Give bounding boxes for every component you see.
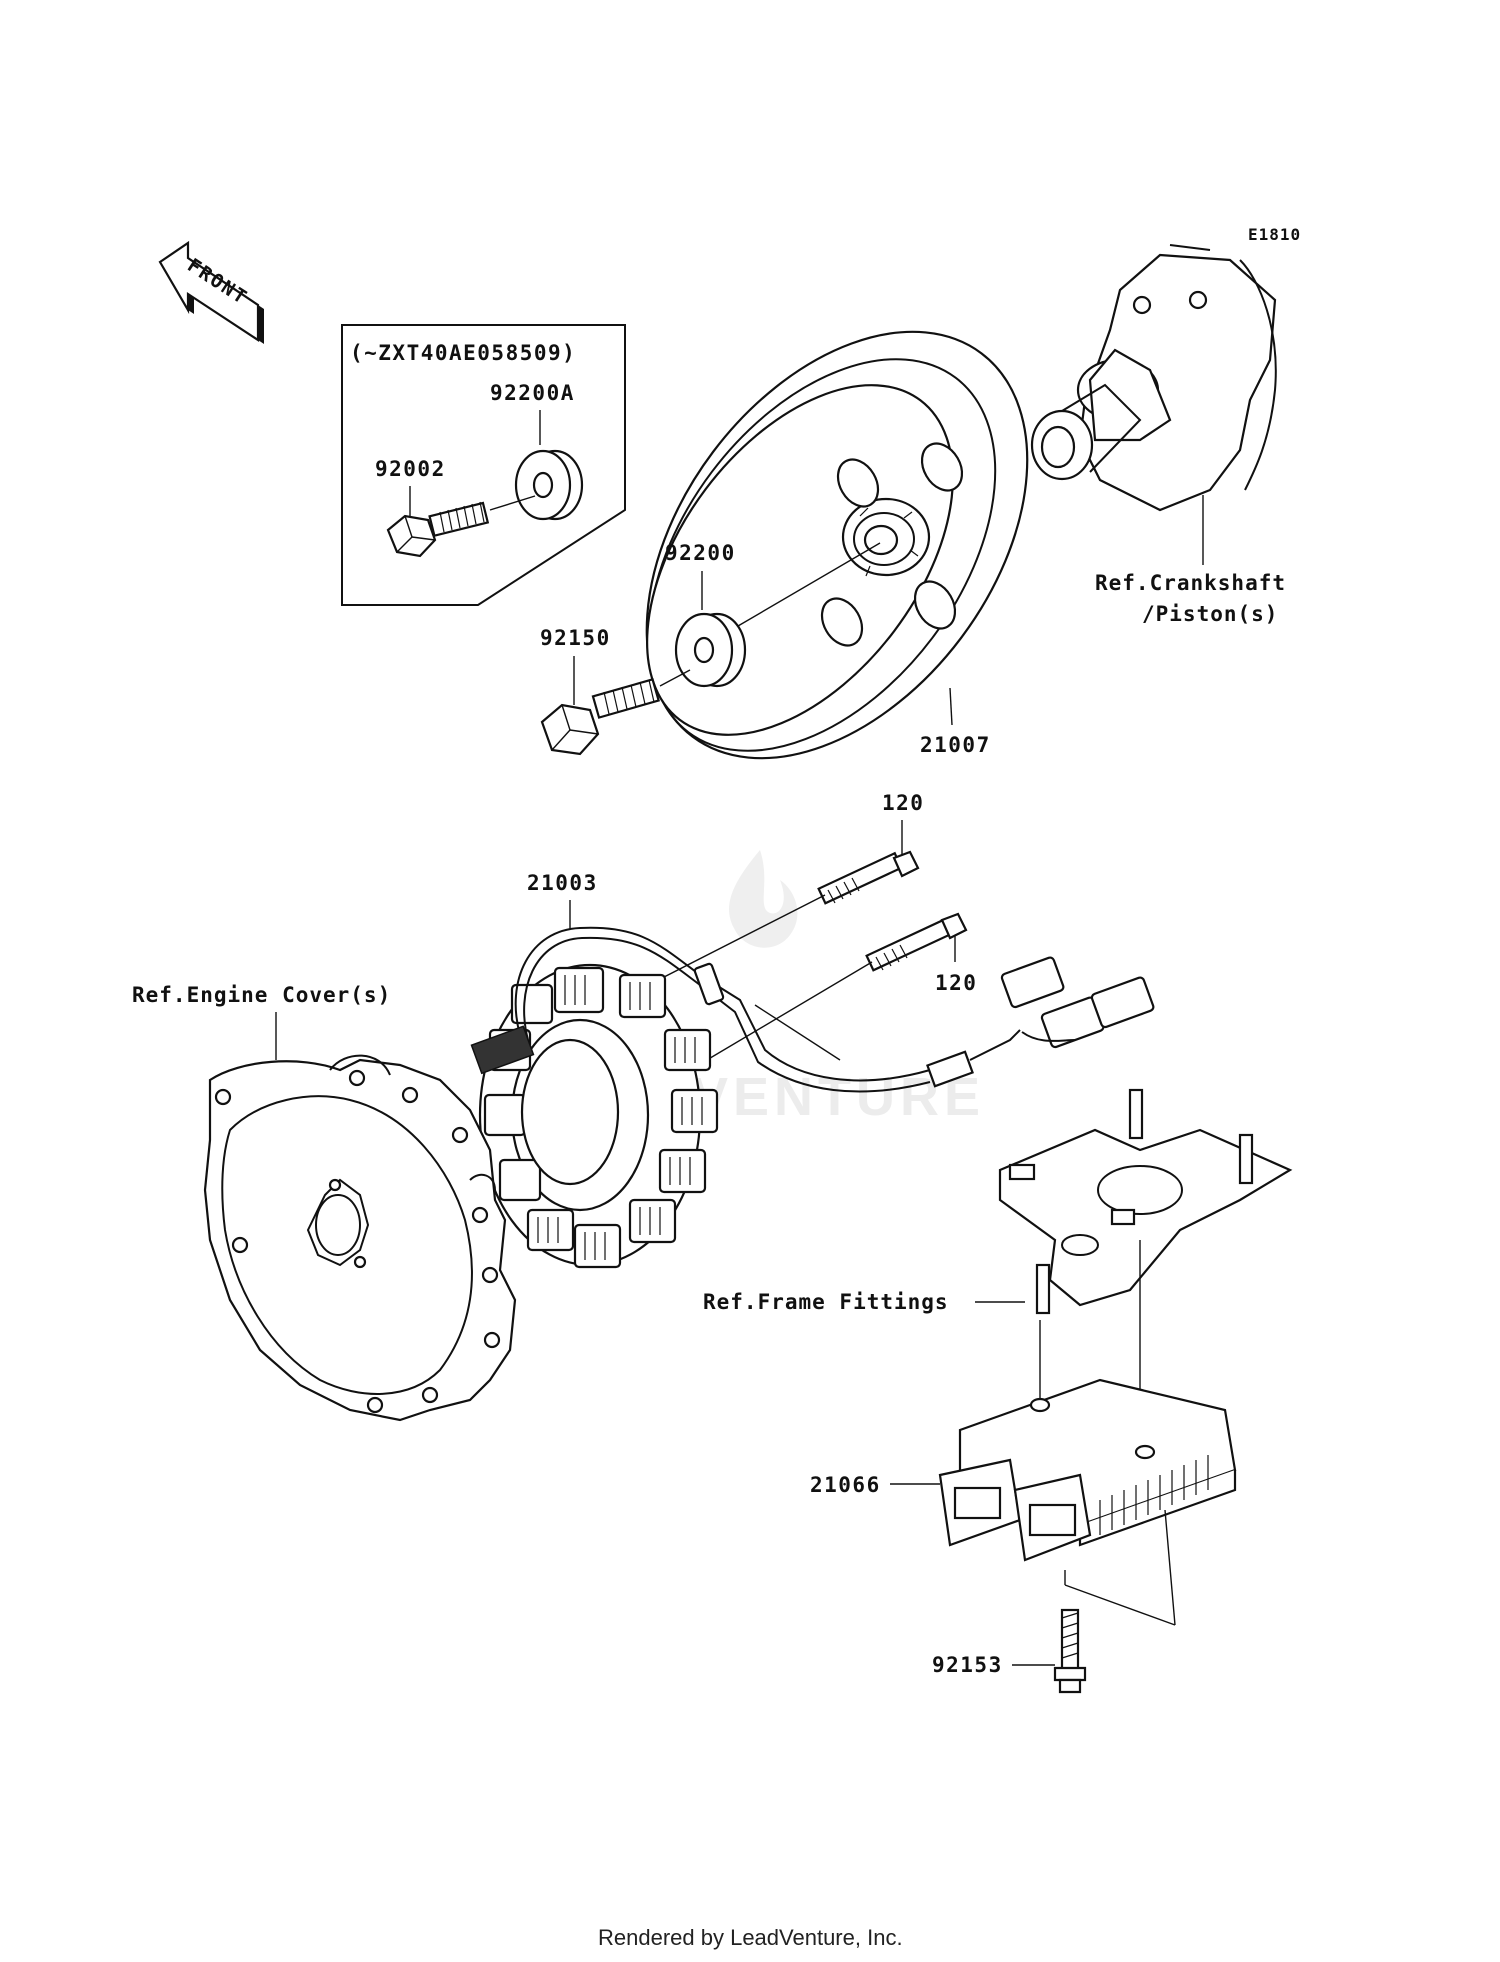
callout-21066[interactable]: 21066 <box>810 1473 881 1497</box>
footer-credit: Rendered by LeadVenture, Inc. <box>598 1925 903 1950</box>
washer-92200 <box>674 612 747 688</box>
flywheel-rotor <box>645 330 1029 760</box>
callout-120-lower[interactable]: 120 <box>935 971 977 995</box>
crankshaft-ref <box>1030 244 1277 512</box>
bolt-120-lower <box>865 912 968 972</box>
regulator-21066 <box>938 1378 1237 1562</box>
bolt-92153 <box>1053 1608 1087 1694</box>
inset-title: (~ZXT40AE058509) <box>350 341 576 365</box>
callout-92200A[interactable]: 92200A <box>490 381 575 405</box>
front-arrow-icon: FRONT <box>158 240 264 344</box>
frame-fittings <box>998 1088 1293 1315</box>
bolt-92150 <box>540 677 660 756</box>
diagram-id: E1810 <box>1248 225 1301 244</box>
callout-92200[interactable]: 92200 <box>665 541 736 565</box>
callout-21007[interactable]: 21007 <box>920 733 991 757</box>
callout-92150[interactable]: 92150 <box>540 626 611 650</box>
bolt-120-upper <box>817 850 920 905</box>
callout-92153[interactable]: 92153 <box>932 1653 1003 1677</box>
ref-crankshaft-1[interactable]: Ref.Crankshaft <box>1095 571 1286 595</box>
ref-frame-fittings[interactable]: Ref.Frame Fittings <box>703 1290 949 1314</box>
inset-box: (~ZXT40AE058509) 92200A 92002 <box>341 324 626 606</box>
stator-21003 <box>470 926 1155 1269</box>
inset-bolt <box>386 501 490 558</box>
ref-crankshaft-2[interactable]: /Piston(s) <box>1142 602 1278 626</box>
inset-washer <box>514 449 584 521</box>
callout-92002[interactable]: 92002 <box>375 457 446 481</box>
ref-engine-cover[interactable]: Ref.Engine Cover(s) <box>132 983 391 1007</box>
callout-120-upper[interactable]: 120 <box>882 791 924 815</box>
engine-cover <box>203 1054 517 1422</box>
callout-21003[interactable]: 21003 <box>527 871 598 895</box>
